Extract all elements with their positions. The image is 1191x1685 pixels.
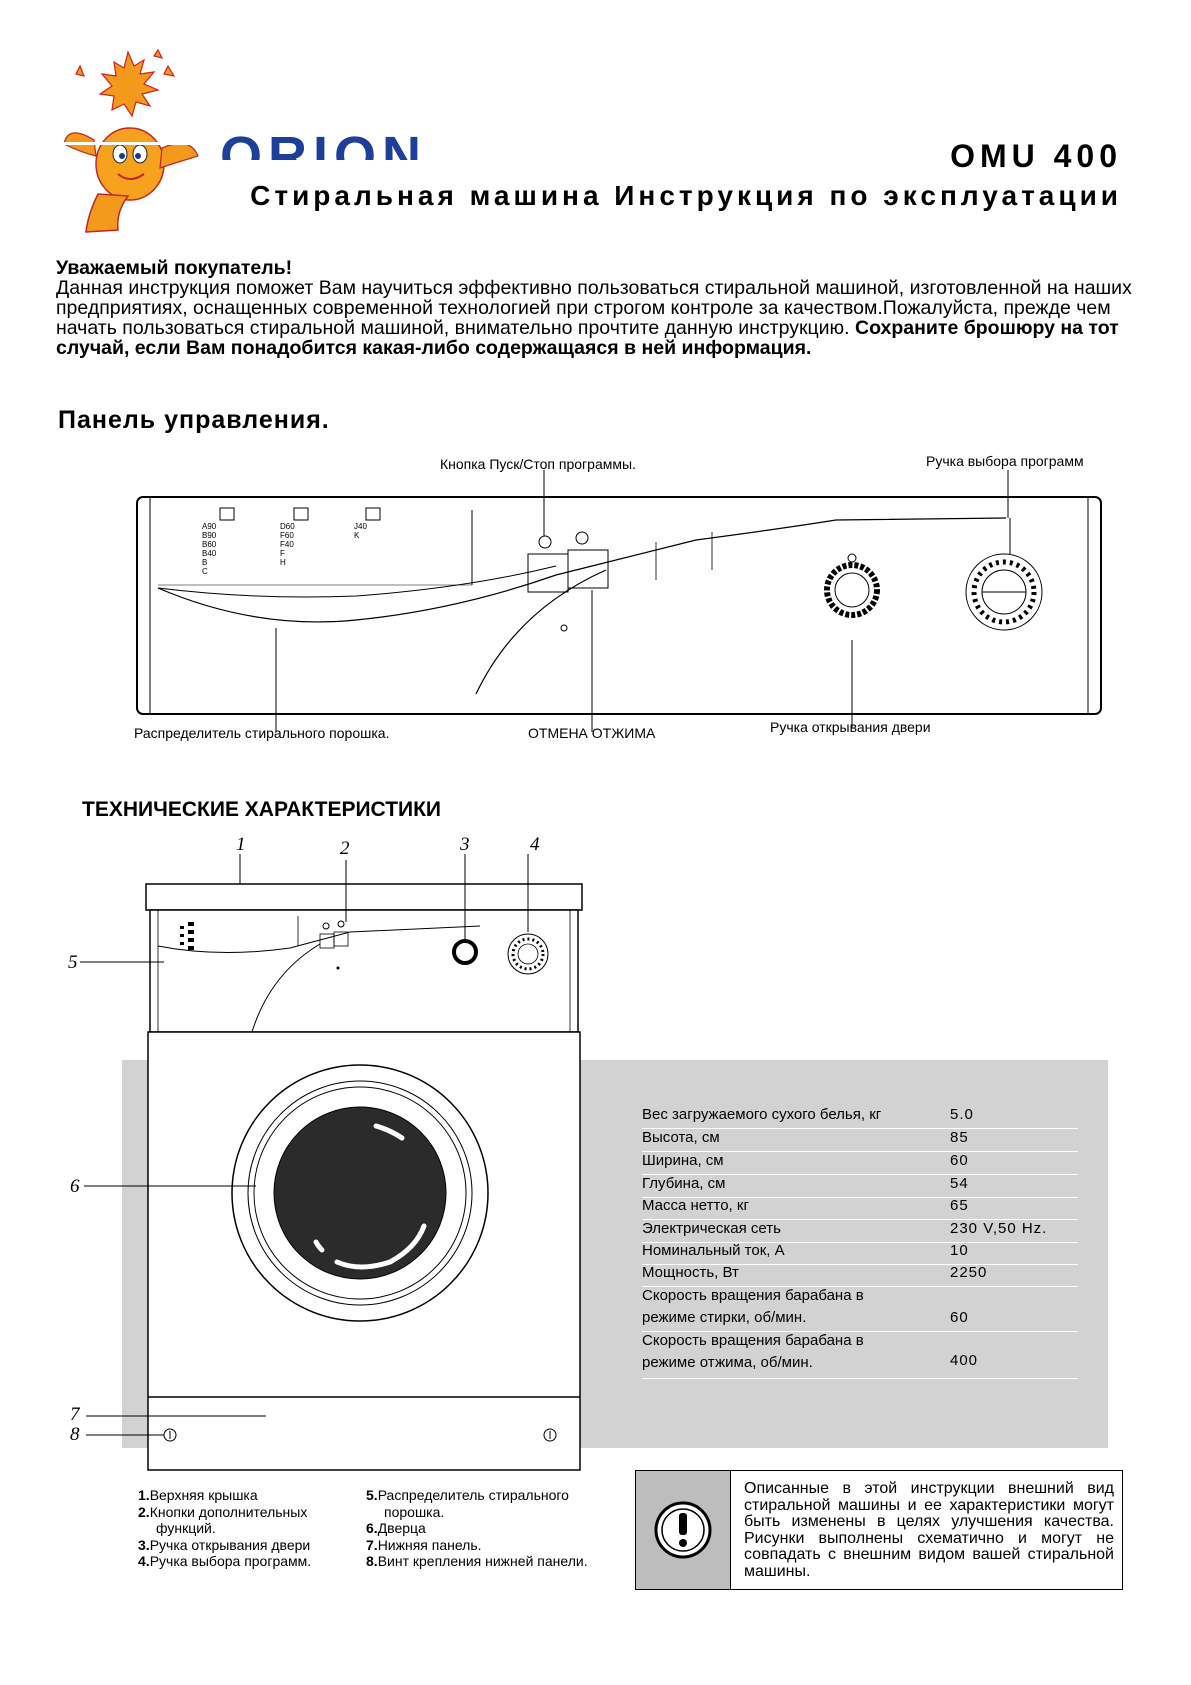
callout-3: 3: [460, 834, 470, 855]
intro-paragraph: Уважаемый покупатель! Данная инструкция …: [56, 258, 1136, 358]
svg-text:ORION: ORION: [220, 134, 420, 160]
callout-7: 7: [70, 1404, 80, 1425]
brand-logo: ORION: [220, 134, 420, 160]
program-knob-label: Ручка выбора программ: [926, 453, 1084, 469]
callout-2: 2: [340, 838, 350, 859]
callout-1: 1: [236, 834, 246, 855]
legend-left: 1.Верхняя крышка 2.Кнопки дополнительных…: [138, 1487, 312, 1569]
document-subtitle: Стиральная машина Инструкция по эксплуат…: [250, 180, 1122, 211]
start-stop-label: Кнопка Пуск/Стоп программы.: [440, 456, 636, 472]
greeting: Уважаемый покупатель!: [56, 257, 293, 279]
exclamation-icon: [654, 1501, 712, 1559]
callout-5: 5: [68, 952, 78, 973]
intro-bold-text: Сохраните брошюру на тот случай, если Ва…: [56, 317, 1119, 359]
callout-6: 6: [70, 1176, 80, 1197]
callout-8: 8: [70, 1424, 80, 1445]
model-title: OMU 400: [950, 138, 1122, 174]
callout-4: 4: [530, 834, 540, 855]
door-handle-label: Ручка открывания двери: [770, 719, 931, 735]
note-box: Описанные в этой инструкции внешний вид …: [635, 1470, 1123, 1590]
control-panel-heading: Панель управления.: [58, 406, 330, 434]
intro-text: Данная инструкция поможет Вам научиться …: [56, 277, 1132, 339]
detergent-label: Распределитель стирального порошка.: [134, 725, 390, 741]
legend-right: 5.Распределитель стирального порошка. 6.…: [366, 1487, 588, 1569]
sun-logo: [58, 44, 203, 234]
washing-machine-diagram: [60, 834, 600, 1474]
tech-specs-heading: ТЕХНИЧЕСКИЕ ХАРАКТЕРИСТИКИ: [82, 798, 442, 821]
spin-cancel-label: ОТМЕНА ОТЖИМА: [528, 725, 656, 741]
warning-panel: [636, 1471, 731, 1589]
note-text: Описанные в этой инструкции внешний вид …: [744, 1480, 1114, 1580]
